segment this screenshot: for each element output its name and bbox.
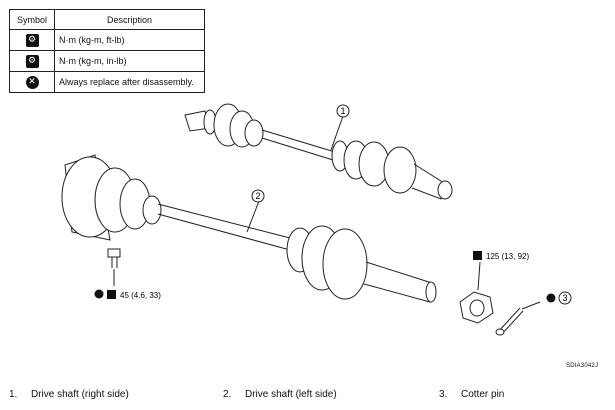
replace-x-icon <box>546 293 556 303</box>
part-name: Cotter pin <box>461 389 505 400</box>
legend-row: ✕ Always replace after disassembly. <box>9 71 205 93</box>
part-list-item: 2. Drive shaft (left side) <box>223 389 337 400</box>
leader-line-3 <box>521 301 541 310</box>
callout-circle-2 <box>251 189 265 203</box>
torque-value-bolt: 45 (4.6, 33) <box>120 291 161 300</box>
part-name: Drive shaft (left side) <box>245 389 337 400</box>
part-list-item: 1. Drive shaft (right side) <box>9 389 129 400</box>
replace-x-icon <box>94 289 104 299</box>
part-number: 1. <box>9 389 18 400</box>
callout-label-2: 2 <box>255 191 260 201</box>
torque-value-nut: 125 (13, 92) <box>486 252 529 261</box>
leader-line-torque-nut <box>477 261 481 291</box>
part-name: Drive shaft (right side) <box>31 389 129 400</box>
bolt-part <box>107 248 121 268</box>
part-number: 2. <box>223 389 232 400</box>
part-list-item: 3. Cotter pin <box>439 389 504 400</box>
callout-label-3: 3 <box>562 293 567 303</box>
drive-shaft-diagram: 1 2 3 125 (13, 92) 45 (4.6, 33) <box>61 103 572 336</box>
cotter-pin-part <box>495 307 524 336</box>
replace-x-icon: ✕ <box>25 75 39 89</box>
callout-circle-3 <box>558 291 572 305</box>
legend-header-row: Symbol Description <box>9 9 205 30</box>
torque-wrench-icon <box>473 251 482 260</box>
legend-desc: Always replace after disassembly. <box>54 71 205 93</box>
torque-wrench-small-icon: ⚙ <box>25 54 39 68</box>
leader-line-2 <box>246 200 260 233</box>
symbol-legend-table: Symbol Description ⚙ N·m (kg-m, ft-lb) ⚙… <box>9 9 205 93</box>
right-drive-shaft <box>184 103 453 200</box>
callout-circle-1 <box>336 104 350 118</box>
part-number: 3. <box>439 389 448 400</box>
hub-nut-part <box>459 291 494 324</box>
torque-wrench-icon: ⚙ <box>25 33 39 47</box>
legend-row: ⚙ N·m (kg-m, in-lb) <box>9 50 205 72</box>
left-drive-shaft <box>61 154 437 303</box>
callout-label-1: 1 <box>340 106 345 116</box>
figure-code: SDIA3042J <box>566 363 599 369</box>
leader-line-1 <box>330 115 344 151</box>
torque-wrench-icon <box>107 290 116 299</box>
